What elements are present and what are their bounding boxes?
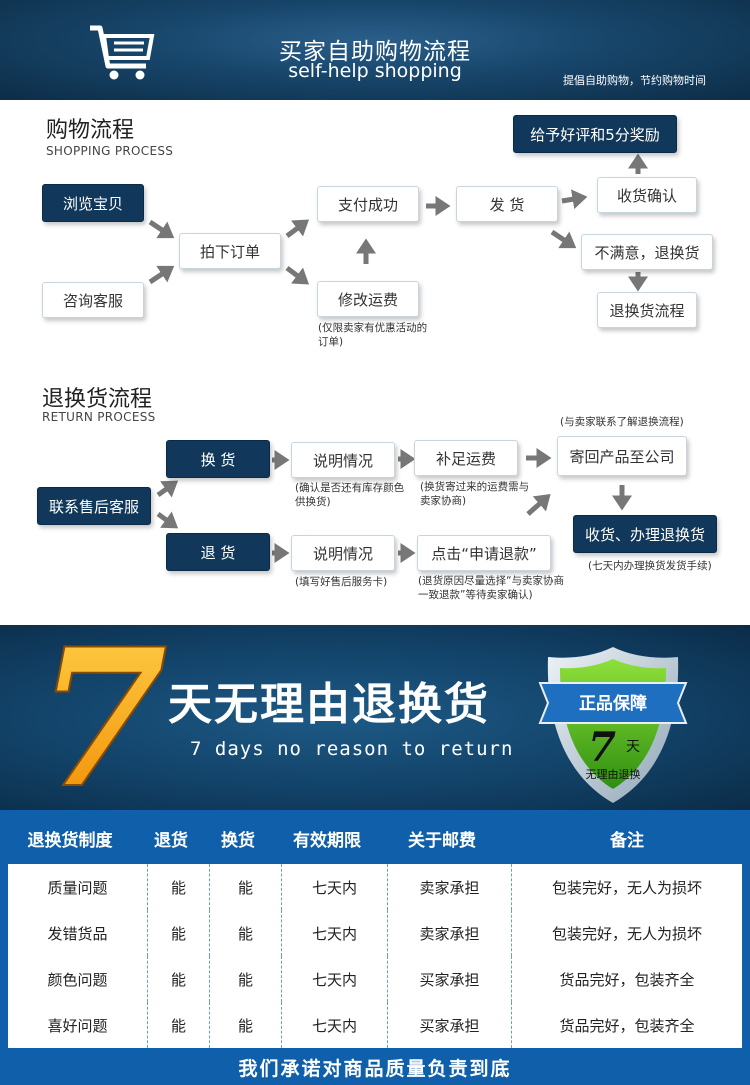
banner-subtitle: 7 days no reason to return — [190, 738, 514, 760]
browse-box: 浏览宝贝 — [42, 184, 144, 222]
banner-title: 天无理由退换货 — [168, 679, 490, 730]
table-row: 发错货品 能 能 七天内 卖家承担 包装完好，无人为损坏 — [8, 910, 742, 956]
order-box: 拍下订单 — [179, 233, 281, 269]
paid-box: 支付成功 — [317, 186, 419, 222]
table-cell: 能 — [210, 864, 282, 910]
send-back-note: (与卖家联系了解退换流程) — [560, 416, 684, 428]
arrow-ship-confirm — [561, 189, 588, 210]
exchange-box: 换 货 — [166, 440, 270, 478]
table-cell: 货品完好，包装齐全 — [559, 1016, 695, 1035]
table-header-cell: 有效期限 — [293, 830, 361, 851]
arrow-order-paid — [285, 219, 309, 238]
table-cell: 能 — [148, 864, 210, 910]
table-cell: 包装完好，无人为损坏 — [551, 878, 702, 897]
header-title: 买家自助购物流程 — [279, 39, 471, 65]
table-cell: 买家承担 — [388, 1002, 512, 1048]
table-row: 喜好问题 能 能 七天内 买家承担 货品完好，包装齐全 — [8, 1002, 742, 1048]
big-seven-number: 7 — [36, 635, 168, 805]
table-cell: 能 — [210, 1002, 282, 1048]
table-cell: 卖家承担 — [388, 910, 512, 956]
return-section-subtitle: RETURN PROCESS — [42, 410, 156, 424]
contact-service-box: 联系售后客服 — [37, 487, 151, 525]
process-box: 收货、办理退换货 — [573, 515, 717, 553]
shield-text: 无理由退换 — [586, 767, 641, 781]
table-header-cell: 退货 — [154, 830, 188, 851]
explain-refund-note: (填写好售后服务卡) — [295, 576, 388, 588]
return-policy-table: 退换货制度 退货 换货 有效期限 关于邮费 备注 质量问题 能 能 七天内 卖家… — [0, 810, 750, 1085]
table-cell: 能 — [148, 1002, 210, 1048]
table-cell: 买家承担 — [388, 956, 512, 1002]
table-cell: 七天内 — [282, 1002, 388, 1048]
refund-box: 退 货 — [166, 533, 270, 571]
process-note: (七天内办理换货发货手续) — [588, 560, 712, 572]
arrow-contact-refund — [156, 511, 179, 529]
table-cell: 货品完好，包装齐全 — [559, 970, 695, 989]
table-cell: 七天内 — [282, 956, 388, 1002]
table-header-row: 退换货制度 退货 换货 有效期限 关于邮费 备注 — [0, 814, 750, 862]
table-cell: 能 — [148, 956, 210, 1002]
big-seven-graphic: 7 — [35, 635, 169, 805]
ship-box: 发 货 — [456, 186, 558, 222]
explain-exchange-note: (确认是否还有库存颜色供换货) — [295, 482, 405, 509]
table-cell: 能 — [210, 910, 282, 956]
arrow-browse-order — [148, 219, 175, 239]
table-header-cell: 换货 — [221, 830, 255, 851]
table-row: 颜色问题 能 能 七天内 买家承担 货品完好，包装齐全 — [8, 956, 742, 1002]
arrow-contact-exchange — [156, 480, 179, 498]
table-cell: 能 — [148, 910, 210, 956]
explain-refund-box: 说明情况 — [291, 535, 395, 571]
confirm-box: 收货确认 — [597, 177, 697, 213]
guarantee-shield-icon: 正品保障 7 天 无理由退换 — [538, 647, 688, 803]
table-row: 质量问题 能 能 七天内 卖家承担 包装完好，无人为损坏 — [8, 864, 742, 910]
table-footer-promise: 我们承诺对商品质量负责到底 — [238, 1058, 512, 1080]
add-fee-note: (换货寄过来的运费需与卖家协商) — [420, 481, 530, 508]
table-cell: 质量问题 — [8, 864, 148, 910]
shield-label: 正品保障 — [579, 693, 647, 714]
shield-day: 天 — [626, 739, 640, 755]
table-cell: 喜好问题 — [8, 1002, 148, 1048]
return-flow-box: 退换货流程 — [597, 292, 697, 328]
table-body: 质量问题 能 能 七天内 卖家承担 包装完好，无人为损坏 发错货品 能 能 七天… — [8, 864, 742, 1048]
arrow-ship-unsatisfied — [550, 229, 577, 249]
shield-number: 7 — [588, 724, 616, 771]
apply-refund-note: (退货原因尽量选择“与卖家协商一致退款”等待卖家确认) — [418, 575, 565, 602]
table-header-cell: 退换货制度 — [27, 830, 113, 851]
send-back-box: 寄回产品至公司 — [557, 436, 687, 476]
table-cell: 包装完好，无人为损坏 — [551, 924, 702, 943]
header-slogan: 提倡自助购物，节约购物时间 — [563, 74, 706, 87]
guarantee-banner: 7 天无理由退换货 7 days no reason to return 正品保… — [0, 625, 750, 810]
unsatisfied-box: 不满意，退换货 — [581, 234, 713, 270]
table-cell: 发错货品 — [8, 910, 148, 956]
return-section-title: 退换货流程 — [42, 387, 153, 412]
table-cell: 能 — [210, 956, 282, 1002]
consult-box: 咨询客服 — [42, 282, 144, 318]
apply-refund-box: 点击“申请退款” — [417, 535, 551, 571]
modify-fee-box: 修改运费 — [317, 281, 419, 317]
table-header-cell: 备注 — [610, 830, 644, 851]
shopping-section-subtitle: SHOPPING PROCESS — [46, 144, 174, 158]
shopping-cart-icon — [90, 25, 155, 80]
table-cell: 七天内 — [282, 910, 388, 956]
arrow-consult-order — [148, 265, 175, 285]
explain-exchange-box: 说明情况 — [291, 442, 395, 478]
modify-fee-note: (仅限卖家有优惠活动的订单) — [318, 322, 428, 349]
table-cell: 卖家承担 — [388, 864, 512, 910]
arrow-order-modify — [285, 266, 309, 285]
table-cell: 七天内 — [282, 864, 388, 910]
table-cell: 颜色问题 — [8, 956, 148, 1002]
add-fee-box: 补足运费 — [414, 440, 518, 476]
header-subtitle: self-help shopping — [288, 60, 462, 82]
shopping-section-title: 购物流程 — [46, 118, 135, 143]
reward-box: 给予好评和5分奖励 — [513, 115, 677, 153]
arrow-apply-sendback — [526, 494, 551, 516]
page-header: 买家自助购物流程 self-help shopping 提倡自助购物，节约购物时… — [0, 0, 750, 100]
table-header-cell: 关于邮费 — [408, 830, 476, 851]
